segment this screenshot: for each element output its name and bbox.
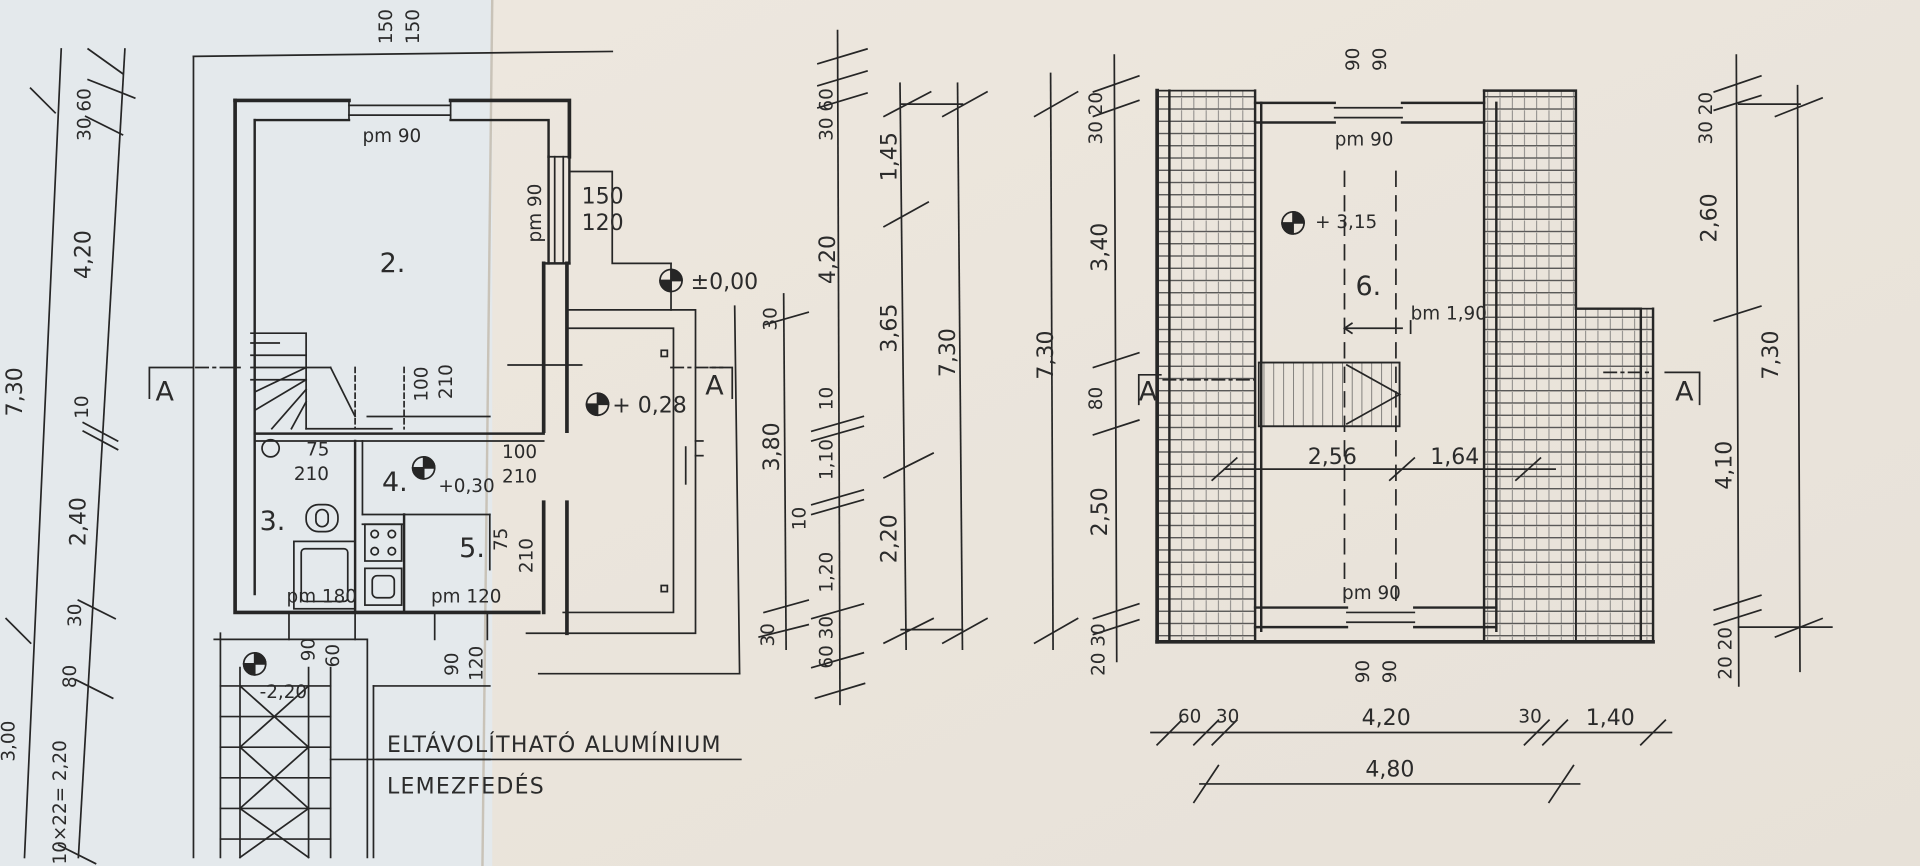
dimension-label: 60 30 <box>815 615 838 669</box>
middle-dimension-lines <box>758 29 1140 706</box>
dimension-label: 80 <box>1084 386 1107 411</box>
dimension-label: 4,20 <box>815 235 842 285</box>
section-a-mid: A <box>705 371 724 402</box>
opening-label: bm 1,90 <box>1410 302 1487 325</box>
dimension-label: 30 <box>1518 705 1542 728</box>
elevation-label: ±0,00 <box>690 269 759 296</box>
attic-plan <box>1137 88 1701 644</box>
left-dimension-lines <box>4 47 136 865</box>
dimension-label: 60 <box>1177 705 1202 728</box>
opening-label: 75 <box>489 527 512 552</box>
opening-label: 210 <box>515 537 538 574</box>
dimension-label: 2,60 <box>1697 193 1723 243</box>
opening-label: 75 <box>306 438 330 461</box>
opening-label: 210 <box>293 462 329 485</box>
opening-label: pm 90 <box>362 124 422 147</box>
opening-label: pm 120 <box>431 585 502 608</box>
section-a-attic-right: A <box>1675 377 1694 408</box>
section-a-left: A <box>155 377 174 408</box>
opening-label: 90 <box>1342 47 1365 72</box>
elevation-label: + 3,15 <box>1315 210 1378 233</box>
room-4-label: 4. <box>382 467 408 499</box>
dimension-label: 4,80 <box>1365 756 1415 783</box>
dimension-label: 30 60 <box>815 88 838 141</box>
dimension-label: 10 <box>788 506 811 531</box>
ground-floor-plan <box>148 50 741 859</box>
dimension-label: 10 <box>815 386 838 411</box>
dimension-label: 30 20 <box>1694 91 1717 145</box>
opening-label: 90 <box>1368 47 1392 72</box>
dimension-label: 4,20 <box>1361 705 1411 732</box>
dimension-label: 7,30 <box>1758 330 1785 380</box>
opening-label: 90 <box>297 637 320 662</box>
dimension-label: 3,65 <box>876 303 903 353</box>
opening-label: 150 <box>401 9 424 45</box>
bottom-dimension-lines <box>1150 719 1673 804</box>
dimension-label: 2,20 <box>876 514 903 564</box>
dimension-label: 10×22= 2,20 <box>48 740 72 865</box>
dimension-label: 80 <box>58 664 81 689</box>
opening-label: 100 <box>410 366 433 402</box>
opening-label: 90 <box>440 652 463 676</box>
dimension-label: 20 20 <box>1714 627 1737 680</box>
dimension-label: 2,56 <box>1307 444 1357 471</box>
elevation-label: -2,20 <box>259 680 308 703</box>
dimension-label: 3,80 <box>759 422 785 472</box>
dimension-label: 7,30 <box>935 328 962 378</box>
dimension-label: 1,20 <box>815 551 838 593</box>
dimension-label: 1,10 <box>815 439 838 481</box>
note-line-1: ELTÁVOLÍTHATÓ ALUMÍNIUM <box>386 732 722 758</box>
opening-label: 210 <box>434 364 457 400</box>
dimension-label: 4,20 <box>71 230 97 280</box>
opening-label: 150 <box>581 183 624 210</box>
dimension-label: 10 <box>71 395 94 419</box>
dimension-label: 30 <box>759 307 782 331</box>
opening-label: 150 <box>374 9 397 45</box>
opening-label: pm 90 <box>1342 581 1401 604</box>
room-6-label: 6. <box>1355 271 1382 303</box>
opening-label: pm 90 <box>524 183 547 243</box>
opening-label: pm 180 <box>286 585 357 608</box>
opening-label: 210 <box>502 465 538 488</box>
opening-label: 60 <box>322 643 345 668</box>
dimension-label: 1,40 <box>1585 705 1635 732</box>
opening-label: 120 <box>465 645 488 681</box>
room-2-label: 2. <box>379 248 406 280</box>
opening-label: 90 <box>1378 659 1401 684</box>
dimension-label: 30 <box>756 623 779 647</box>
dimension-label: 3,00 <box>0 720 20 762</box>
dimension-label: 1,64 <box>1430 444 1480 471</box>
room-3-label: 3. <box>259 506 286 538</box>
opening-label: 100 <box>502 440 538 463</box>
dimension-label: 20 30 <box>1087 623 1110 676</box>
dimension-label: 3,40 <box>1087 222 1114 272</box>
dimension-label: 7,30 <box>1033 330 1060 380</box>
elevation-label: + 0,28 <box>612 393 687 419</box>
room-5-label: 5. <box>459 533 485 565</box>
elevation-label: +0,30 <box>438 475 495 498</box>
opening-label: 120 <box>581 210 624 237</box>
dimension-label: 1,45 <box>876 132 903 182</box>
dimension-label: 30 60 <box>73 88 96 141</box>
note-line-2: LEMEZFEDÉS <box>386 773 545 800</box>
dimension-label: 4,10 <box>1711 440 1738 490</box>
dimension-label: 30 <box>63 603 86 627</box>
opening-label: 90 <box>1351 659 1374 684</box>
dimension-label: 30 <box>1215 705 1240 728</box>
section-a-attic-left: A <box>1138 377 1158 408</box>
opening-label: pm 90 <box>1334 128 1394 151</box>
dimension-label: 7,30 <box>2 367 29 417</box>
right-dimension-lines <box>1713 54 1833 687</box>
dimension-label: 2,40 <box>66 497 92 547</box>
dimension-label: 2,50 <box>1087 487 1114 537</box>
dimension-label: 30 20 <box>1084 91 1107 145</box>
